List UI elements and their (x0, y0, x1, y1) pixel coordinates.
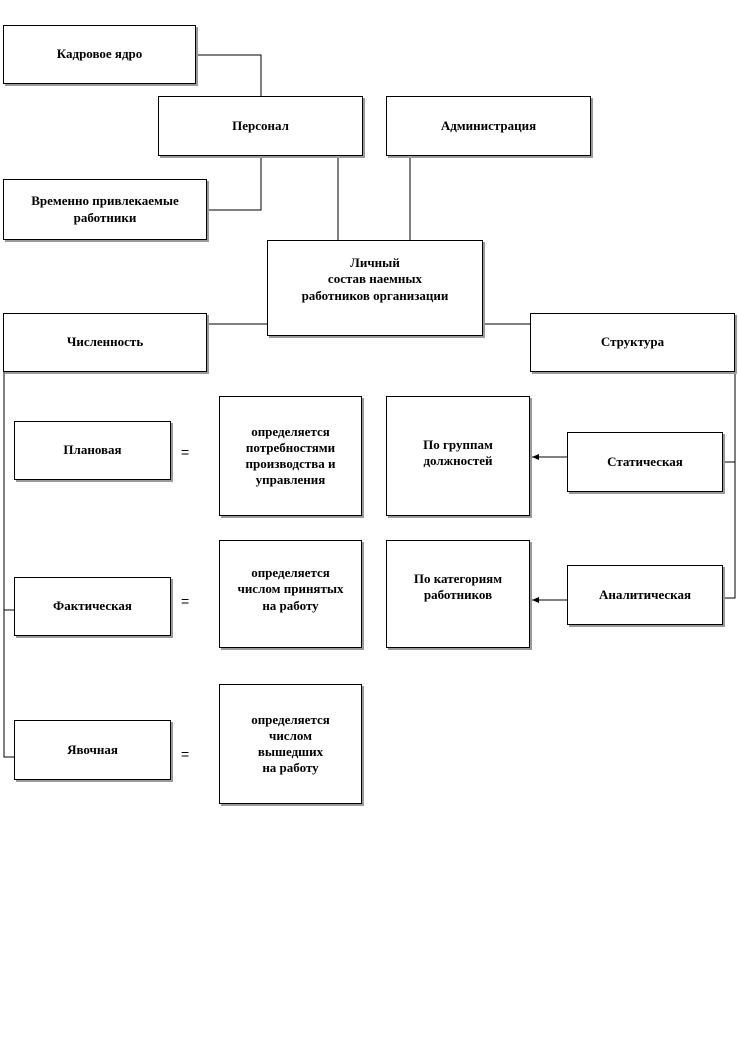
connector-vremenno-personal (207, 156, 262, 211)
fakticheskaya-box: Фактическая (14, 577, 171, 636)
lichny-sostav-label: Личный состав наемных работников организ… (301, 255, 449, 303)
analiticheskaya-label: Аналитическая (598, 586, 691, 602)
planovaya-box: Плановая (14, 421, 171, 480)
connector-struktura-trunk (723, 352, 736, 599)
connector-chislennost-trunk (3, 372, 14, 758)
equals-sign-yavochnaya: = (181, 746, 190, 762)
administratsiya-box: Администрация (386, 96, 591, 156)
po-kategoriyam-label: По категориям работников (413, 571, 503, 603)
kadrovoe-yadro-label: Кадровое ядро (56, 46, 143, 62)
chislennost-label: Численность (66, 334, 144, 350)
po-gruppam-label: По группам должностей (423, 437, 493, 469)
chislennost-box: Численность (3, 313, 207, 372)
def-planovaya-box: определяется потребностями производства … (219, 396, 362, 516)
connector-kadrovoe-personal (196, 54, 262, 96)
lichny-sostav-box: Личный состав наемных работников организ… (267, 240, 483, 336)
kadrovoe-yadro-box: Кадровое ядро (3, 25, 196, 84)
def-planovaya-label: определяется потребностями производства … (245, 423, 336, 488)
administratsiya-label: Администрация (440, 117, 537, 133)
struktura-label: Структура (600, 334, 665, 350)
po-gruppam-box: По группам должностей (386, 396, 530, 516)
equals-sign-planovaya: = (181, 444, 190, 460)
struktura-box: Структура (530, 313, 735, 372)
def-fakticheskaya-label: определяется числом принятых на работу (237, 565, 344, 613)
def-yavochnaya-label: определяется числом вышедших на работу (251, 711, 330, 776)
staticheskaya-label: Статическая (607, 453, 683, 469)
planovaya-label: Плановая (63, 442, 122, 458)
equals-sign-fakticheskaya: = (181, 593, 190, 609)
personal-box: Персонал (158, 96, 363, 156)
po-kategoriyam-box: По категориям работников (386, 540, 530, 648)
staticheskaya-box: Статическая (567, 432, 723, 492)
yavochnaya-box: Явочная (14, 720, 171, 780)
yavochnaya-label: Явочная (67, 741, 118, 757)
def-fakticheskaya-box: определяется числом принятых на работу (219, 540, 362, 648)
analiticheskaya-box: Аналитическая (567, 565, 723, 625)
vremenno-box: Временно привлекаемые работники (3, 179, 207, 240)
def-yavochnaya-box: определяется числом вышедших на работу (219, 684, 362, 804)
vremenno-label: Временно привлекаемые работники (31, 193, 179, 225)
fakticheskaya-label: Фактическая (53, 598, 132, 614)
personal-label: Персонал (232, 117, 289, 133)
